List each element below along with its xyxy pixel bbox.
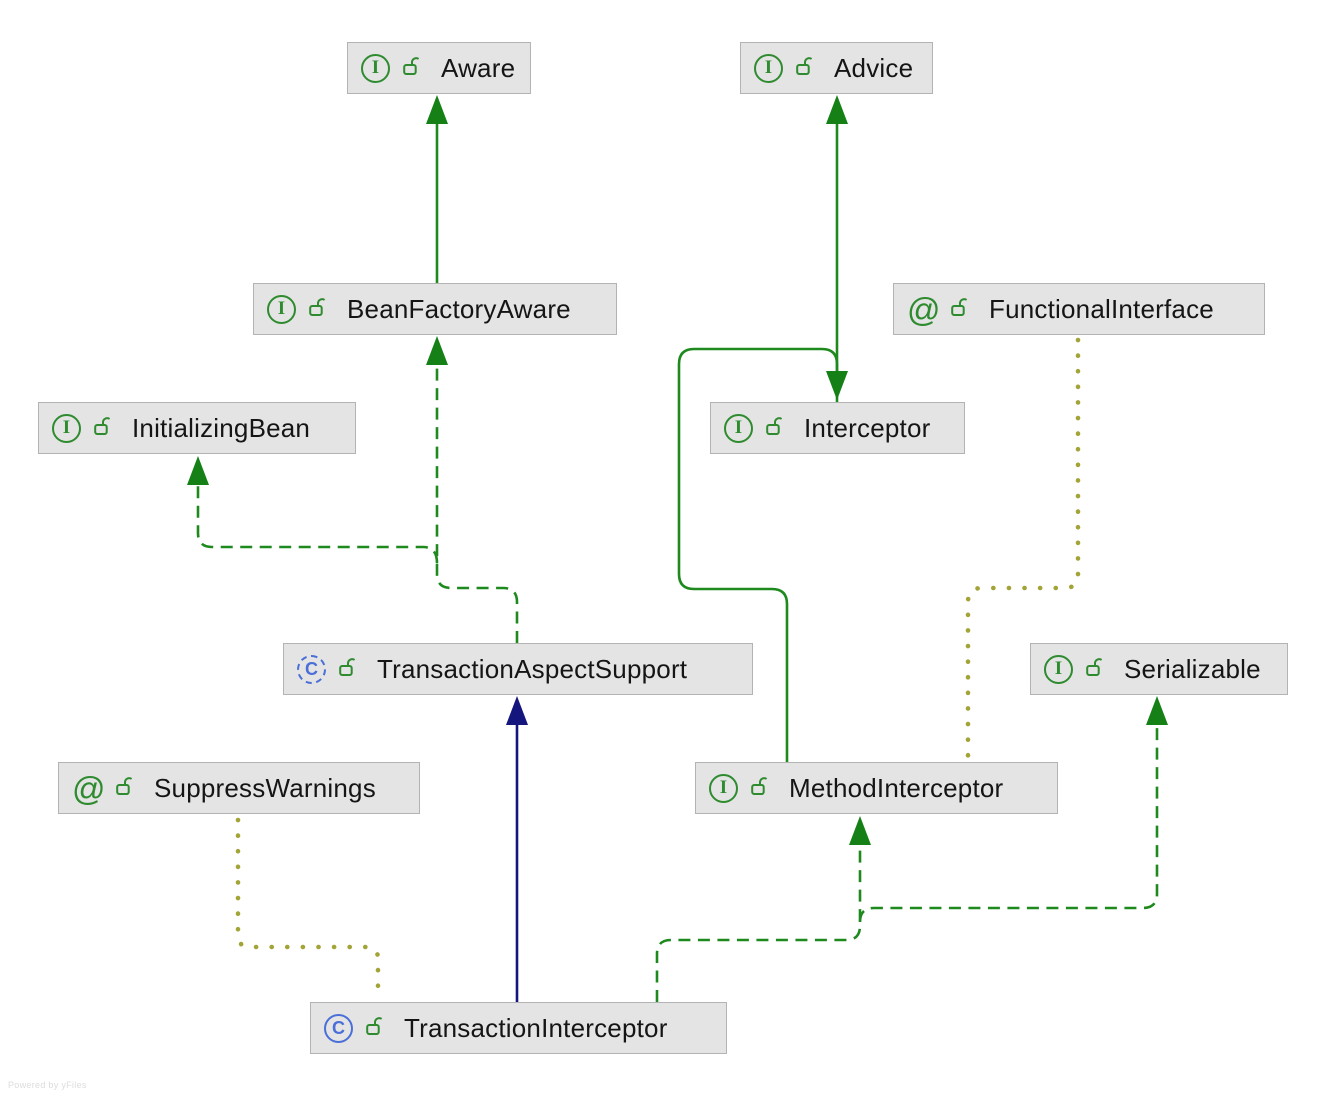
open-lock-icon [796,56,814,81]
arrowhead-up-icon [426,336,448,365]
arrowhead-down-icon [826,371,848,400]
node-bean-factory-aware[interactable]: I BeanFactoryAware [253,283,617,335]
node-label: SuppressWarnings [154,772,376,803]
node-label: Advice [834,52,914,83]
interface-icon: I [52,413,81,443]
open-lock-icon [339,657,357,682]
node-label: TransactionAspectSupport [377,653,688,684]
edge-transactioninterceptor-implements-methodinterceptor [655,816,871,1002]
open-lock-icon [403,56,421,81]
arrowhead-up-icon [826,95,848,124]
arrowhead-up-icon [1146,696,1168,725]
node-label: Aware [441,52,516,83]
node-initializing-bean[interactable]: I InitializingBean [38,402,356,454]
node-interceptor[interactable]: I Interceptor [710,402,965,454]
interface-icon: I [754,53,783,83]
interface-icon: I [267,294,296,324]
edge-functionalinterface-annotates-methodinterceptor [965,337,1081,761]
node-label: Serializable [1124,653,1261,684]
arrowhead-up-icon [187,456,209,485]
interface-icon: I [709,773,738,803]
class-icon: C [324,1013,353,1043]
node-label: InitializingBean [132,412,311,443]
open-lock-icon [366,1016,384,1041]
edge-methodinterceptor-extends-interceptor [677,347,848,762]
yfiles-watermark: Powered by yFiles [8,1080,87,1090]
node-label: BeanFactoryAware [347,293,571,324]
open-lock-icon [766,416,784,441]
edge-transactionaspectsupport-implements-beanfactoryaware [426,336,519,643]
open-lock-icon [116,776,134,801]
node-label: Interceptor [804,412,931,443]
edge-interceptor-extends-advice [826,95,848,402]
node-suppress-warnings[interactable]: @ SuppressWarnings [58,762,420,814]
interface-icon: I [361,53,390,83]
arrowhead-up-icon [426,95,448,124]
interface-icon: I [1044,654,1073,684]
abstract-class-icon: C [297,654,326,684]
node-label: MethodInterceptor [789,772,1004,803]
node-transaction-aspect-support[interactable]: C TransactionAspectSupport [283,643,753,695]
node-aware[interactable]: I Aware [347,42,531,94]
annotation-icon: @ [907,290,941,328]
annotation-icon: @ [72,769,106,807]
open-lock-icon [751,776,769,801]
edge-transactionaspectsupport-implements-initializingbean [187,456,439,564]
edge-beanfactoryaware-extends-aware [426,95,448,283]
open-lock-icon [309,297,327,322]
open-lock-icon [94,416,112,441]
edge-transactioninterceptor-implements-serializable [858,696,1168,923]
node-transaction-interceptor[interactable]: C TransactionInterceptor [310,1002,727,1054]
node-method-interceptor[interactable]: I MethodInterceptor [695,762,1058,814]
arrowhead-up-icon [506,696,528,725]
open-lock-icon [1086,657,1104,682]
open-lock-icon [951,297,969,322]
node-functional-interface[interactable]: @ FunctionalInterface [893,283,1265,335]
node-label: FunctionalInterface [989,293,1214,324]
edge-suppresswarnings-annotates-transactioninterceptor [235,817,381,1001]
arrowhead-up-icon [849,816,871,845]
node-label: TransactionInterceptor [404,1012,668,1043]
edge-transactioninterceptor-extends-transactionaspectsupport [506,696,528,1002]
interface-icon: I [724,413,753,443]
node-serializable[interactable]: I Serializable [1030,643,1288,695]
node-advice[interactable]: I Advice [740,42,933,94]
